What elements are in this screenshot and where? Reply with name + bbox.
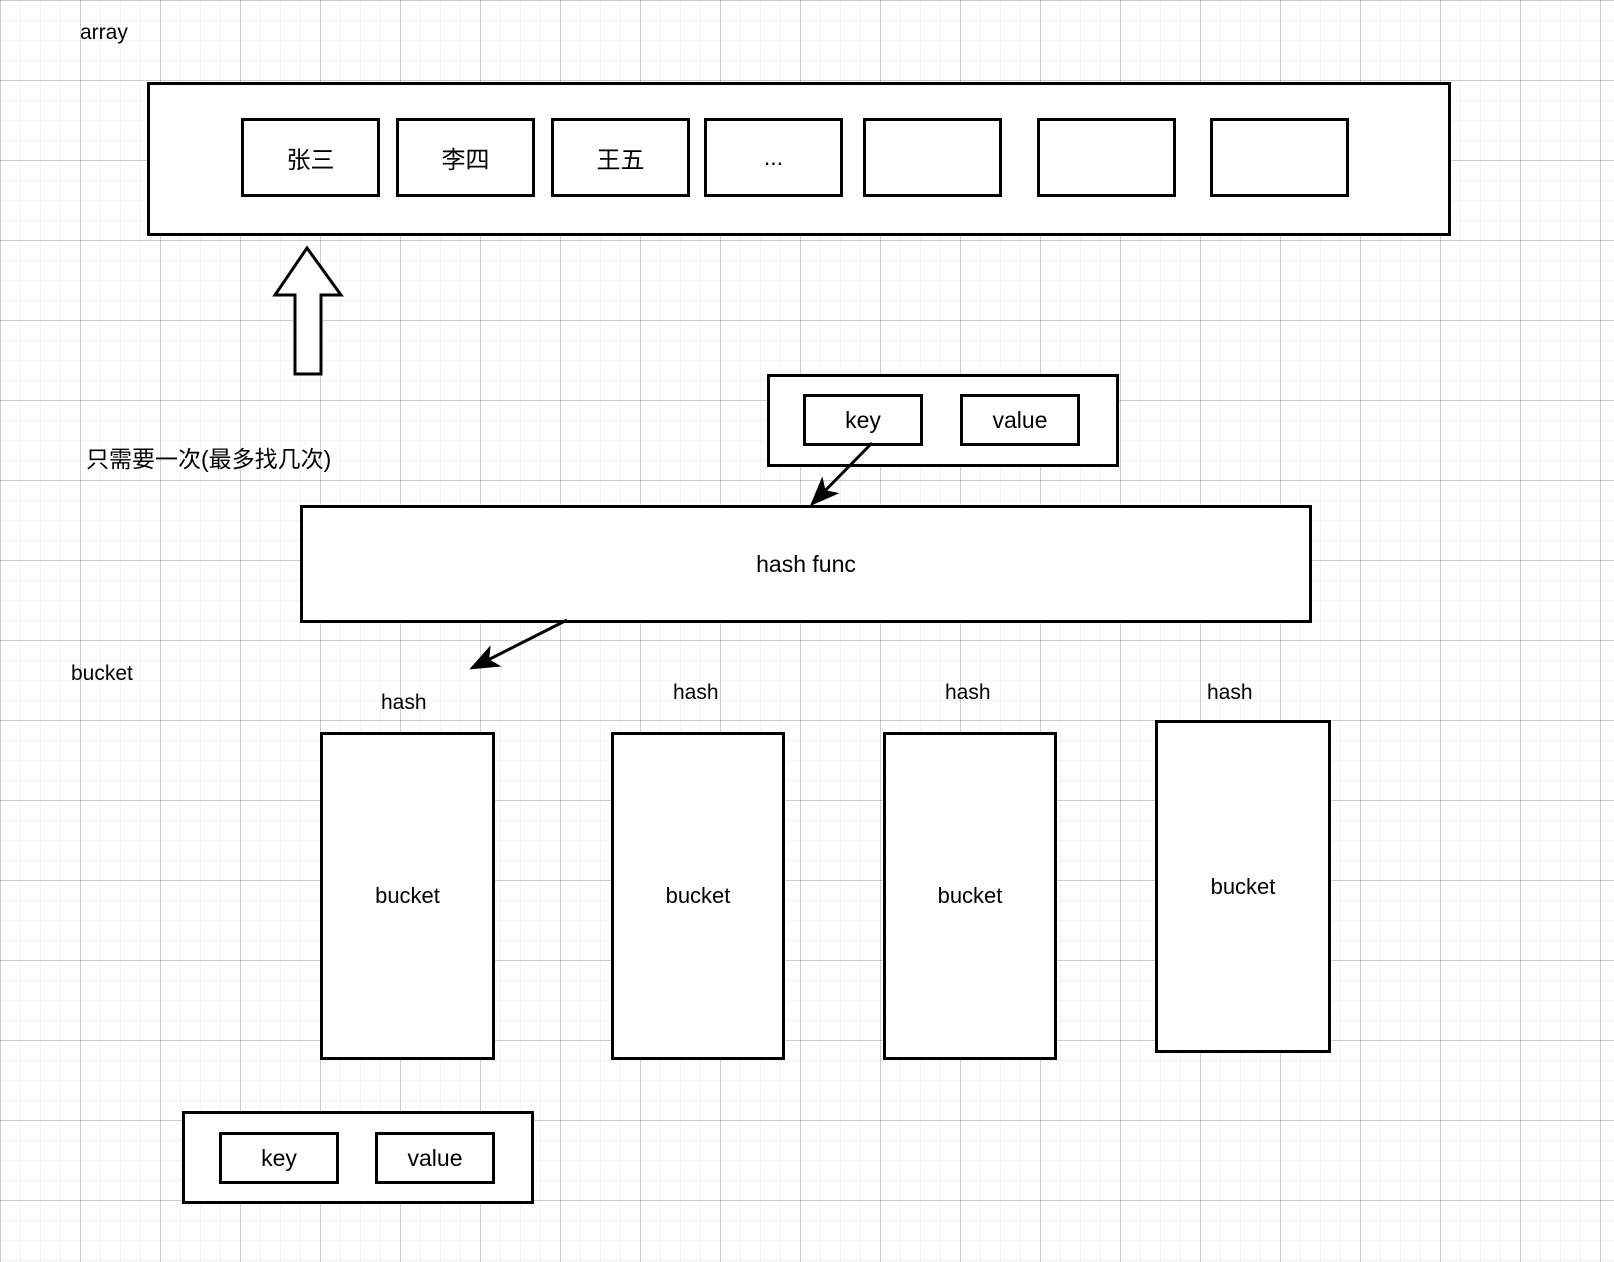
value-box-top[interactable]: value (960, 394, 1080, 446)
array-cell-6[interactable] (1210, 118, 1349, 197)
array-cell-1[interactable]: 李四 (396, 118, 535, 197)
bucket-box-0[interactable]: bucket (320, 732, 495, 1060)
hash-label-3: hash (1207, 681, 1253, 704)
key-box-bottom[interactable]: key (219, 1132, 339, 1184)
bucket-box-2[interactable]: bucket (883, 732, 1057, 1060)
key-box-top[interactable]: key (803, 394, 923, 446)
hash-label-2: hash (945, 681, 991, 704)
hash-func-box[interactable]: hash func (300, 505, 1312, 623)
hash-label-0: hash (381, 691, 427, 714)
bucket-section-label: bucket (71, 662, 133, 685)
arrow-hashfunc-to-bucket-icon (469, 618, 568, 670)
hash-label-1: hash (673, 681, 719, 704)
array-cell-4[interactable] (863, 118, 1002, 197)
value-box-bottom[interactable]: value (375, 1132, 495, 1184)
block-arrow-up-icon (272, 245, 344, 376)
array-label: array (80, 21, 128, 44)
array-cell-0[interactable]: 张三 (241, 118, 380, 197)
bucket-box-3[interactable]: bucket (1155, 720, 1331, 1053)
bucket-box-1[interactable]: bucket (611, 732, 785, 1060)
array-cell-5[interactable] (1037, 118, 1176, 197)
array-cell-3[interactable]: ... (704, 118, 843, 197)
note-chinese-label: 只需要一次(最多找几次) (86, 446, 332, 472)
array-cell-2[interactable]: 王五 (551, 118, 690, 197)
